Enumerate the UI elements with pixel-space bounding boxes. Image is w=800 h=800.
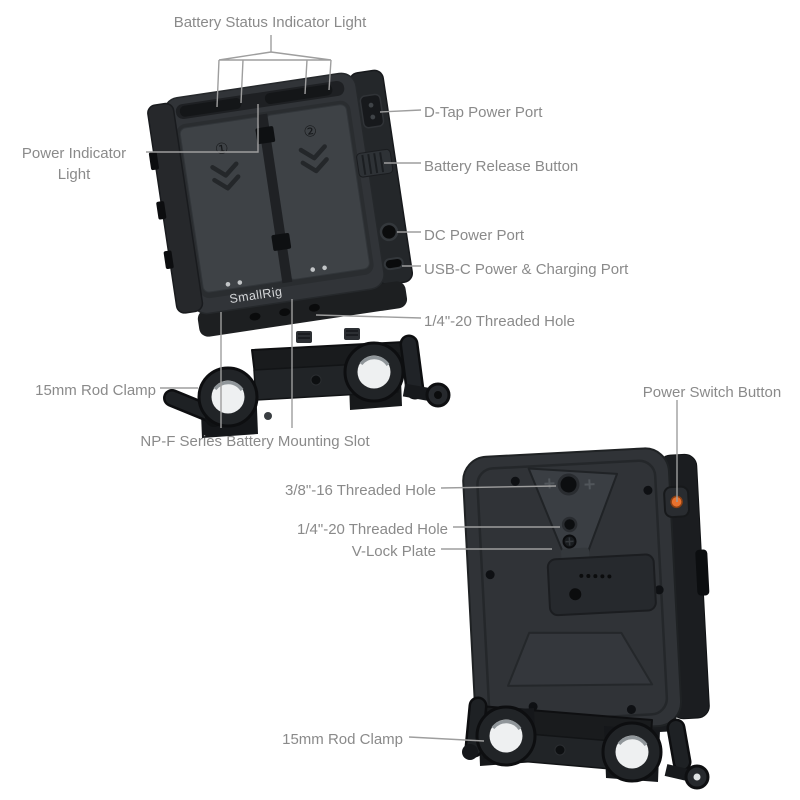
mounting-stud bbox=[344, 328, 360, 340]
slot-1-chevrons bbox=[210, 161, 241, 191]
slot-1-number: ① bbox=[214, 140, 230, 159]
battery-release-button bbox=[356, 148, 394, 178]
contact-pin bbox=[225, 281, 231, 287]
d-tap-contact bbox=[368, 102, 374, 108]
quarter-20-threaded-hole bbox=[308, 303, 320, 312]
bridge-screw bbox=[310, 374, 322, 386]
label-quarter-20-threaded-hole-bottom: 1/4"-20 Threaded Hole bbox=[297, 521, 448, 538]
d-tap-contact bbox=[370, 114, 376, 120]
label-v-lock-plate: V-Lock Plate bbox=[351, 543, 436, 560]
screw-hole bbox=[510, 476, 520, 486]
label-quarter-20-threaded-hole-top: 1/4"-20 Threaded Hole bbox=[424, 313, 575, 330]
screw-hole bbox=[626, 704, 636, 714]
leader-lines bbox=[146, 35, 678, 742]
threaded-hole bbox=[249, 312, 261, 321]
side-tab bbox=[695, 549, 710, 596]
label-d-tap-power-port: D-Tap Power Port bbox=[424, 104, 543, 121]
slot-2-chevrons bbox=[298, 144, 329, 174]
mounting-stud bbox=[296, 331, 312, 343]
plus-mark bbox=[584, 479, 595, 490]
label-rod-clamp-top: 15mm Rod Clamp bbox=[35, 382, 156, 399]
label-dc-power-port: DC Power Port bbox=[424, 227, 525, 244]
center-hole bbox=[569, 588, 582, 601]
phillips-screw bbox=[562, 534, 577, 549]
battery-adapter-plate: ① ② SmallRig bbox=[147, 69, 414, 337]
label-np-f-mounting-slot: NP-F Series Battery Mounting Slot bbox=[140, 433, 370, 450]
label-battery-release-button: Battery Release Button bbox=[424, 158, 579, 175]
threaded-hole bbox=[279, 308, 291, 317]
label-power-indicator-light: Power Indicator Light bbox=[8, 143, 140, 185]
housing-hole bbox=[264, 412, 272, 420]
leader-d-tap bbox=[379, 109, 422, 113]
contact-pin bbox=[237, 280, 243, 285]
contact-pin bbox=[310, 267, 316, 272]
screw-hole bbox=[643, 485, 653, 495]
label-three-eighths-threaded-hole: 3/8"-16 Threaded Hole bbox=[285, 482, 436, 499]
right-clamp-lever bbox=[399, 334, 451, 408]
rod-clamp-ring bbox=[475, 705, 537, 767]
rod-clamp-top-assembly bbox=[163, 328, 451, 438]
d-tap-power-port bbox=[359, 93, 385, 129]
left-clamp-lever bbox=[462, 696, 488, 760]
rail-clip bbox=[271, 232, 292, 251]
label-battery-status-indicator: Battery Status Indicator Light bbox=[173, 14, 367, 31]
slot-2-number: ② bbox=[302, 123, 318, 142]
screw-hole bbox=[654, 585, 664, 595]
contact-pin bbox=[322, 265, 327, 271]
pogo-pins bbox=[579, 573, 612, 579]
rod-clamp-ring bbox=[601, 721, 663, 783]
screw-hole bbox=[485, 570, 495, 580]
leader-power-indicator bbox=[146, 104, 259, 153]
v-mount-plate bbox=[462, 447, 710, 741]
rail-tab bbox=[148, 151, 159, 171]
bottom-recess bbox=[506, 631, 654, 687]
three-eighths-threaded-hole bbox=[557, 473, 580, 496]
battery-status-indicator-window bbox=[179, 98, 242, 117]
bottom-face bbox=[197, 281, 408, 337]
dc-power-port bbox=[379, 222, 399, 242]
usb-c-port bbox=[383, 256, 404, 271]
rail-clip bbox=[255, 126, 276, 145]
label-power-indicator-line1: Power Indicator bbox=[21, 145, 127, 162]
battery-status-indicator-window bbox=[264, 84, 333, 105]
right-clamp-lever bbox=[664, 718, 710, 790]
leader-battery-status bbox=[216, 35, 332, 108]
bridge-screw bbox=[554, 744, 566, 756]
label-power-indicator-line2: Light bbox=[57, 166, 91, 183]
leader-rod-clamp-bottom bbox=[408, 736, 485, 742]
label-power-switch-button: Power Switch Button bbox=[642, 384, 782, 401]
label-rod-clamp-bottom: 15mm Rod Clamp bbox=[282, 731, 403, 748]
rail-tab bbox=[163, 250, 174, 269]
rail-tab bbox=[156, 201, 167, 220]
quarter-20-threaded-hole bbox=[561, 516, 578, 533]
label-usb-c-port: USB-C Power & Charging Port bbox=[424, 261, 629, 278]
rod-clamp-ring bbox=[343, 341, 405, 403]
leader-quarter-20-top bbox=[315, 314, 422, 319]
contact-recess bbox=[546, 553, 657, 617]
rod-clamp-ring bbox=[197, 366, 259, 428]
leader-three-eighths bbox=[440, 485, 557, 489]
leader-np-f-slot bbox=[220, 299, 293, 428]
